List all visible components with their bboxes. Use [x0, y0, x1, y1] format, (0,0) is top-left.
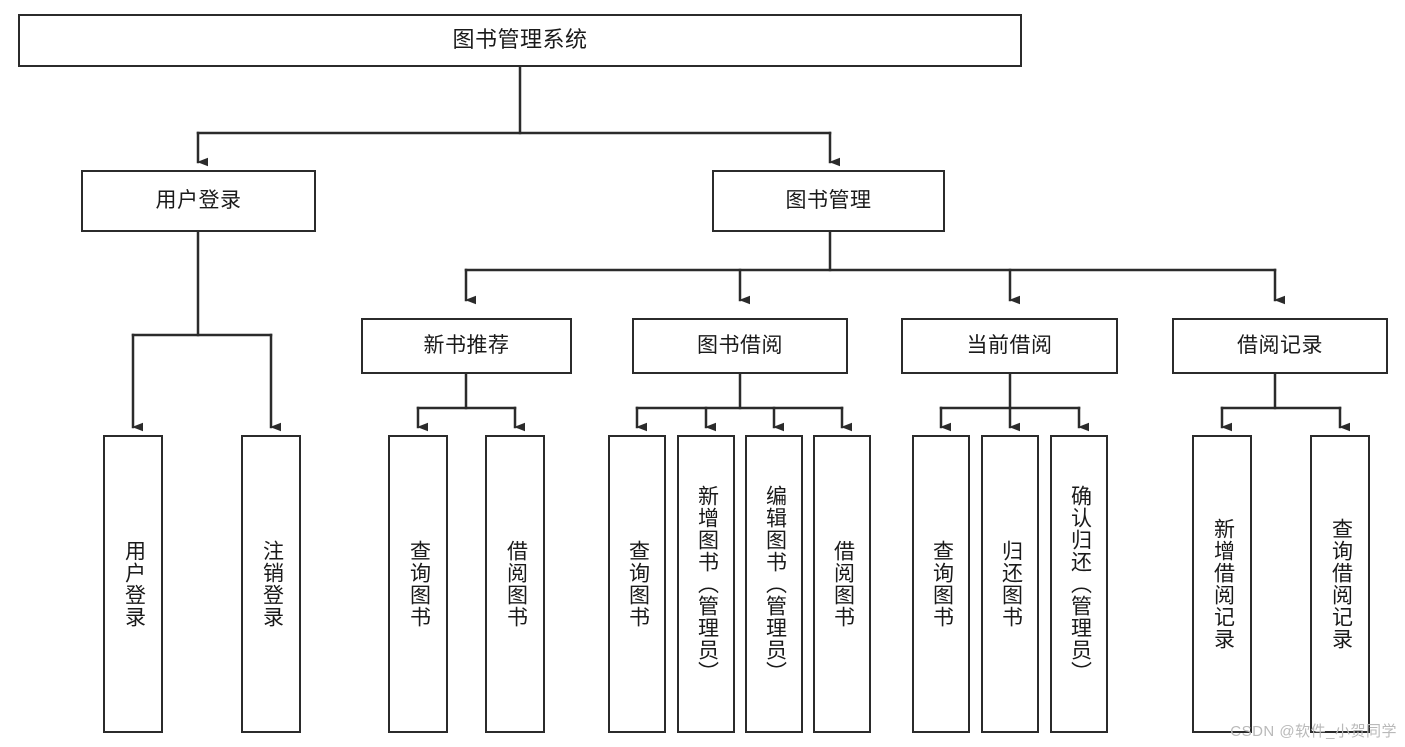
- node-book-management[interactable]: 图书管理: [712, 170, 945, 232]
- leaf-label: 查询图书: [626, 540, 650, 628]
- node-label: 图书借阅: [697, 334, 783, 358]
- node-label: 借阅记录: [1237, 334, 1323, 358]
- node-label: 图书管理: [785, 189, 872, 213]
- leaf-new-book-borrow[interactable]: 借阅图书: [485, 435, 545, 733]
- leaf-label: 用户登录: [122, 540, 146, 628]
- leaf-label: 编辑图书（管理员）: [763, 485, 787, 683]
- leaf-user-login-signout[interactable]: 注销登录: [241, 435, 301, 733]
- node-user-login[interactable]: 用户登录: [81, 170, 316, 232]
- leaf-label: 查询图书: [930, 540, 954, 628]
- leaf-label: 新增借阅记录: [1211, 518, 1235, 650]
- node-label: 新书推荐: [423, 334, 510, 358]
- leaf-borrow-record-query[interactable]: 查询借阅记录: [1310, 435, 1370, 733]
- leaf-book-borrow-edit[interactable]: 编辑图书（管理员）: [745, 435, 803, 733]
- leaf-label: 归还图书: [999, 540, 1023, 628]
- leaf-label: 借阅图书: [831, 540, 855, 628]
- leaf-label: 注销登录: [260, 540, 284, 628]
- node-label: 图书管理系统: [452, 27, 588, 53]
- node-current-borrow[interactable]: 当前借阅: [901, 318, 1118, 374]
- node-borrow-record[interactable]: 借阅记录: [1172, 318, 1388, 374]
- leaf-label: 新增图书（管理员）: [695, 485, 719, 683]
- node-label: 当前借阅: [966, 334, 1053, 358]
- leaf-new-book-query[interactable]: 查询图书: [388, 435, 448, 733]
- node-label: 用户登录: [155, 189, 242, 213]
- node-book-management-system[interactable]: 图书管理系统: [18, 14, 1022, 67]
- leaf-current-borrow-confirm-return[interactable]: 确认归还（管理员）: [1050, 435, 1108, 733]
- leaf-label: 查询借阅记录: [1329, 518, 1353, 650]
- node-new-book-recommend[interactable]: 新书推荐: [361, 318, 572, 374]
- leaf-label: 查询图书: [407, 540, 431, 628]
- leaf-user-login-signin[interactable]: 用户登录: [103, 435, 163, 733]
- leaf-book-borrow-add[interactable]: 新增图书（管理员）: [677, 435, 735, 733]
- leaf-current-borrow-return[interactable]: 归还图书: [981, 435, 1039, 733]
- leaf-book-borrow-query[interactable]: 查询图书: [608, 435, 666, 733]
- leaf-label: 确认归还（管理员）: [1068, 485, 1092, 683]
- leaf-borrow-record-add[interactable]: 新增借阅记录: [1192, 435, 1252, 733]
- leaf-current-borrow-query[interactable]: 查询图书: [912, 435, 970, 733]
- leaf-label: 借阅图书: [504, 540, 528, 628]
- leaf-book-borrow-lend[interactable]: 借阅图书: [813, 435, 871, 733]
- node-book-borrow[interactable]: 图书借阅: [632, 318, 848, 374]
